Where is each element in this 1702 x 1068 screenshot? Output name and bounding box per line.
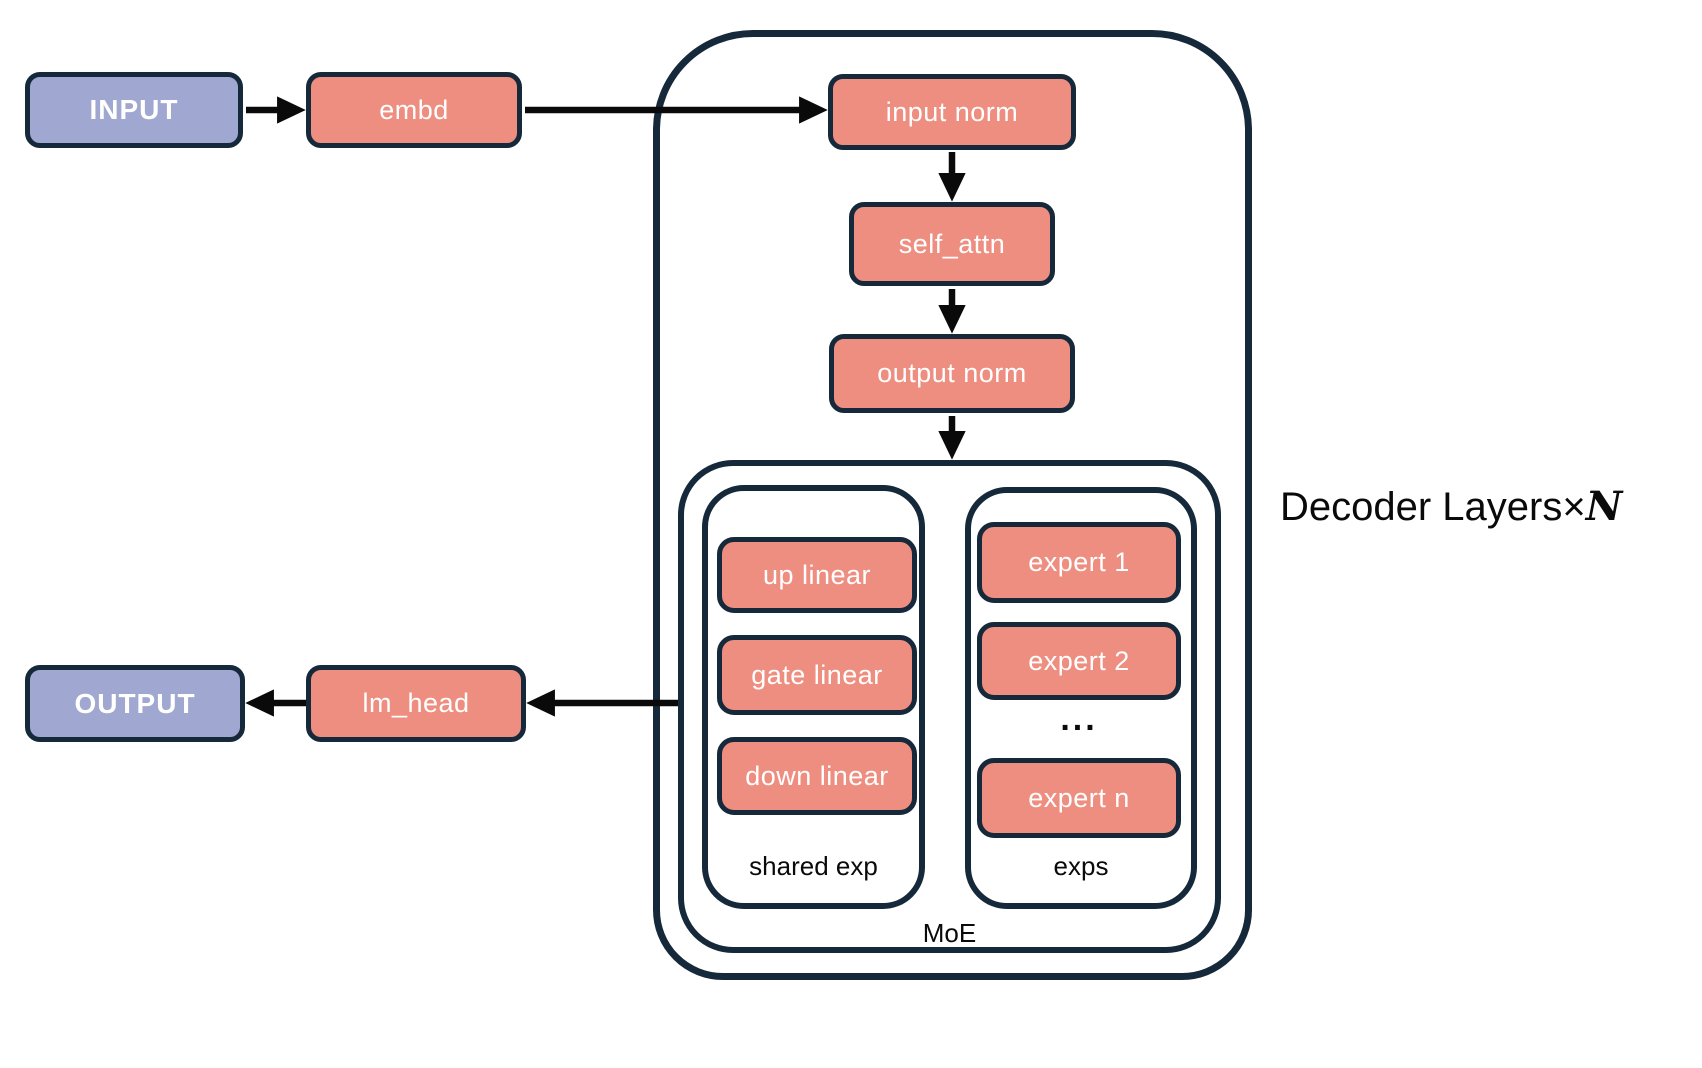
moe-label: MoE — [922, 918, 977, 948]
node-embd: embd — [306, 72, 522, 148]
node-expert-2: expert 2 — [977, 622, 1181, 700]
experts-ellipsis: ... — [1060, 700, 1098, 738]
node-output: OUTPUT — [25, 665, 245, 742]
n-symbol: N — [1585, 483, 1623, 530]
node-expert-n: expert n — [977, 758, 1181, 838]
moe-container — [678, 460, 1221, 953]
node-down-linear: down linear — [717, 737, 917, 815]
decoder-layers-container — [653, 30, 1252, 980]
node-expert-1: expert 1 — [977, 522, 1181, 603]
node-input-norm: input norm — [828, 74, 1076, 150]
decoder-layers-annotation: Decoder Layers×N — [1280, 483, 1622, 530]
shared-exp-container — [702, 485, 925, 909]
exps-label: exps — [1053, 851, 1109, 881]
node-output-norm: output norm — [829, 334, 1075, 413]
decoder-layers-text: Decoder Layers — [1280, 485, 1563, 529]
node-self-attn: self_attn — [849, 202, 1055, 286]
times-sign: × — [1562, 485, 1586, 529]
shared-exp-label: shared exp — [749, 851, 878, 881]
node-gate-linear: gate linear — [717, 635, 917, 715]
node-input: INPUT — [25, 72, 243, 148]
node-lm-head: lm_head — [306, 665, 526, 742]
exps-container — [965, 487, 1197, 909]
node-up-linear: up linear — [717, 537, 917, 613]
